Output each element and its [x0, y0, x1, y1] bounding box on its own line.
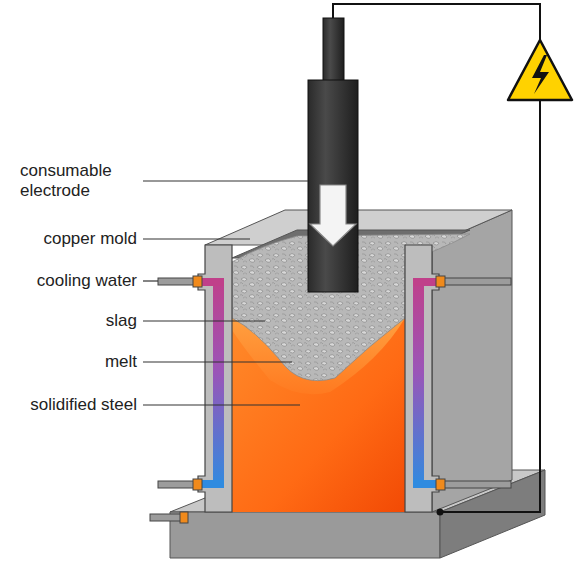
part-label: cooling water [37, 271, 137, 291]
part-label: solidified steel [30, 395, 137, 415]
part-label: slag [106, 311, 137, 331]
part-label: consumable electrode [20, 161, 140, 201]
part-label: copper mold [43, 229, 137, 249]
part-label: melt [105, 352, 137, 372]
